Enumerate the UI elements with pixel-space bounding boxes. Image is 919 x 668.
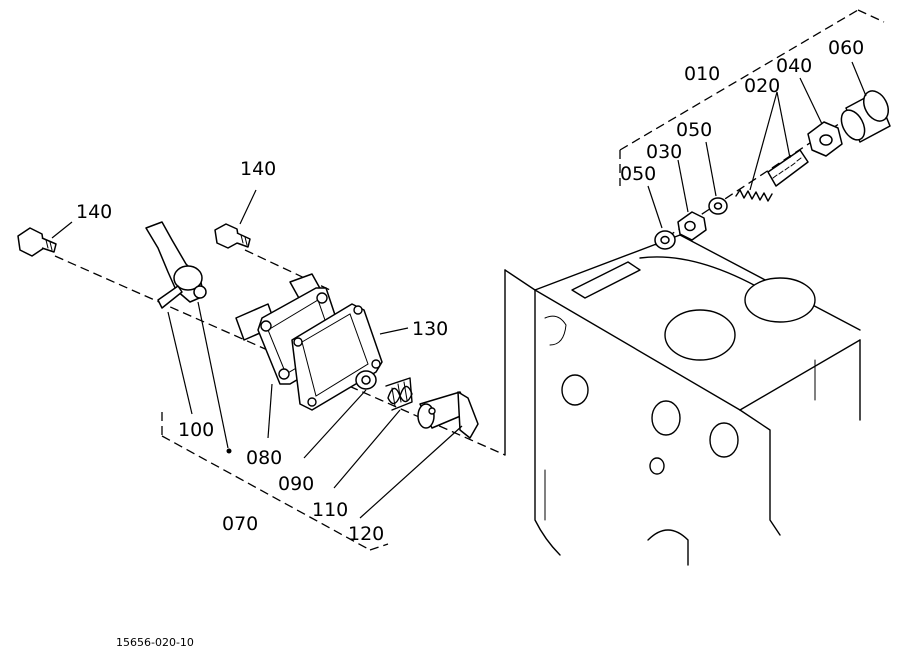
label-140b: 140 xyxy=(240,158,276,180)
label-040: 040 xyxy=(776,55,812,77)
label-120: 120 xyxy=(348,523,384,545)
label-130: 130 xyxy=(412,318,448,340)
label-070: 070 xyxy=(222,513,258,535)
label-050a: 050 xyxy=(620,163,656,185)
leader-lines-top xyxy=(647,61,867,229)
drawing-code: 15656-020-10 xyxy=(116,636,194,649)
shaft-120 xyxy=(417,391,479,439)
label-140a: 140 xyxy=(76,201,112,223)
label-020: 020 xyxy=(744,75,780,97)
label-100: 100 xyxy=(178,419,214,441)
bushing-090 xyxy=(355,370,377,390)
label-060: 060 xyxy=(828,37,864,59)
part-labels: 010 020 040 060 050 030 050 140 140 130 … xyxy=(76,37,864,649)
bolt-140b xyxy=(214,223,251,249)
adjust-screw-020 xyxy=(767,149,809,187)
nut-030 xyxy=(677,211,707,241)
nut-040 xyxy=(807,121,843,157)
group-070-bracket xyxy=(161,412,389,551)
spring-110 xyxy=(385,377,413,411)
engine-block xyxy=(504,234,861,566)
gasket-130 xyxy=(291,303,383,411)
bolt-140a xyxy=(17,227,57,257)
label-090: 090 xyxy=(278,473,314,495)
cap-060 xyxy=(840,90,891,143)
washer-050a xyxy=(654,230,676,250)
label-050b: 050 xyxy=(676,119,712,141)
spring-020 xyxy=(735,189,773,202)
group-010-bracket xyxy=(619,9,885,186)
label-010: 010 xyxy=(684,63,720,85)
label-110: 110 xyxy=(312,499,348,521)
dot-marker xyxy=(226,448,232,454)
lever-100 xyxy=(145,221,207,309)
label-080: 080 xyxy=(246,447,282,469)
label-030: 030 xyxy=(646,141,682,163)
washer-050b xyxy=(708,197,728,215)
leader-lines-left xyxy=(51,189,463,519)
